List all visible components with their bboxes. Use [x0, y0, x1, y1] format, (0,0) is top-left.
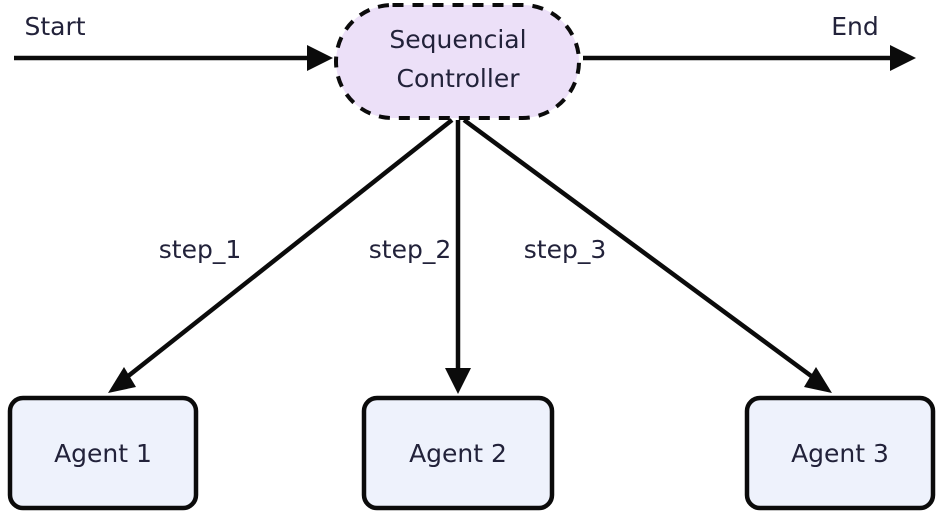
controller-label-line2: Controller — [397, 64, 521, 93]
agent-2-label: Agent 2 — [409, 439, 507, 468]
controller-shape — [334, 3, 581, 120]
agent-2-shape — [361, 395, 555, 511]
edge-step-2-label: step_2 — [369, 235, 451, 264]
edge-step-3-line — [462, 118, 820, 383]
edge-step-1-line — [120, 118, 454, 383]
start-arrow — [14, 45, 333, 71]
end-label: End — [831, 12, 879, 41]
agent-3-shape — [744, 395, 936, 511]
edge-step-1: step_1 — [108, 118, 454, 393]
agent-1-node[interactable]: Agent 1 — [7, 395, 199, 511]
edge-step-3-label: step_3 — [524, 235, 606, 264]
start-label: Start — [24, 12, 85, 41]
edge-step-2: step_2 — [369, 120, 471, 394]
edge-step-1-arrow-head — [108, 367, 136, 393]
agent-1-label: Agent 1 — [54, 439, 152, 468]
edge-step-3: step_3 — [462, 118, 832, 393]
controller-label-line1: Sequencial — [389, 25, 526, 54]
agent-3-label: Agent 3 — [791, 439, 889, 468]
agent-2-node[interactable]: Agent 2 — [361, 395, 555, 511]
agent-3-node[interactable]: Agent 3 — [744, 395, 936, 511]
agent-1-shape — [7, 395, 199, 511]
end-arrow-head — [890, 45, 916, 71]
start-arrow-head — [307, 45, 333, 71]
edge-step-3-arrow-head — [804, 367, 832, 393]
edge-step-1-label: step_1 — [159, 235, 241, 264]
end-arrow — [583, 45, 916, 71]
sequencial-controller-node[interactable]: Sequencial Controller — [334, 3, 581, 120]
edge-step-2-arrow-head — [445, 368, 471, 394]
